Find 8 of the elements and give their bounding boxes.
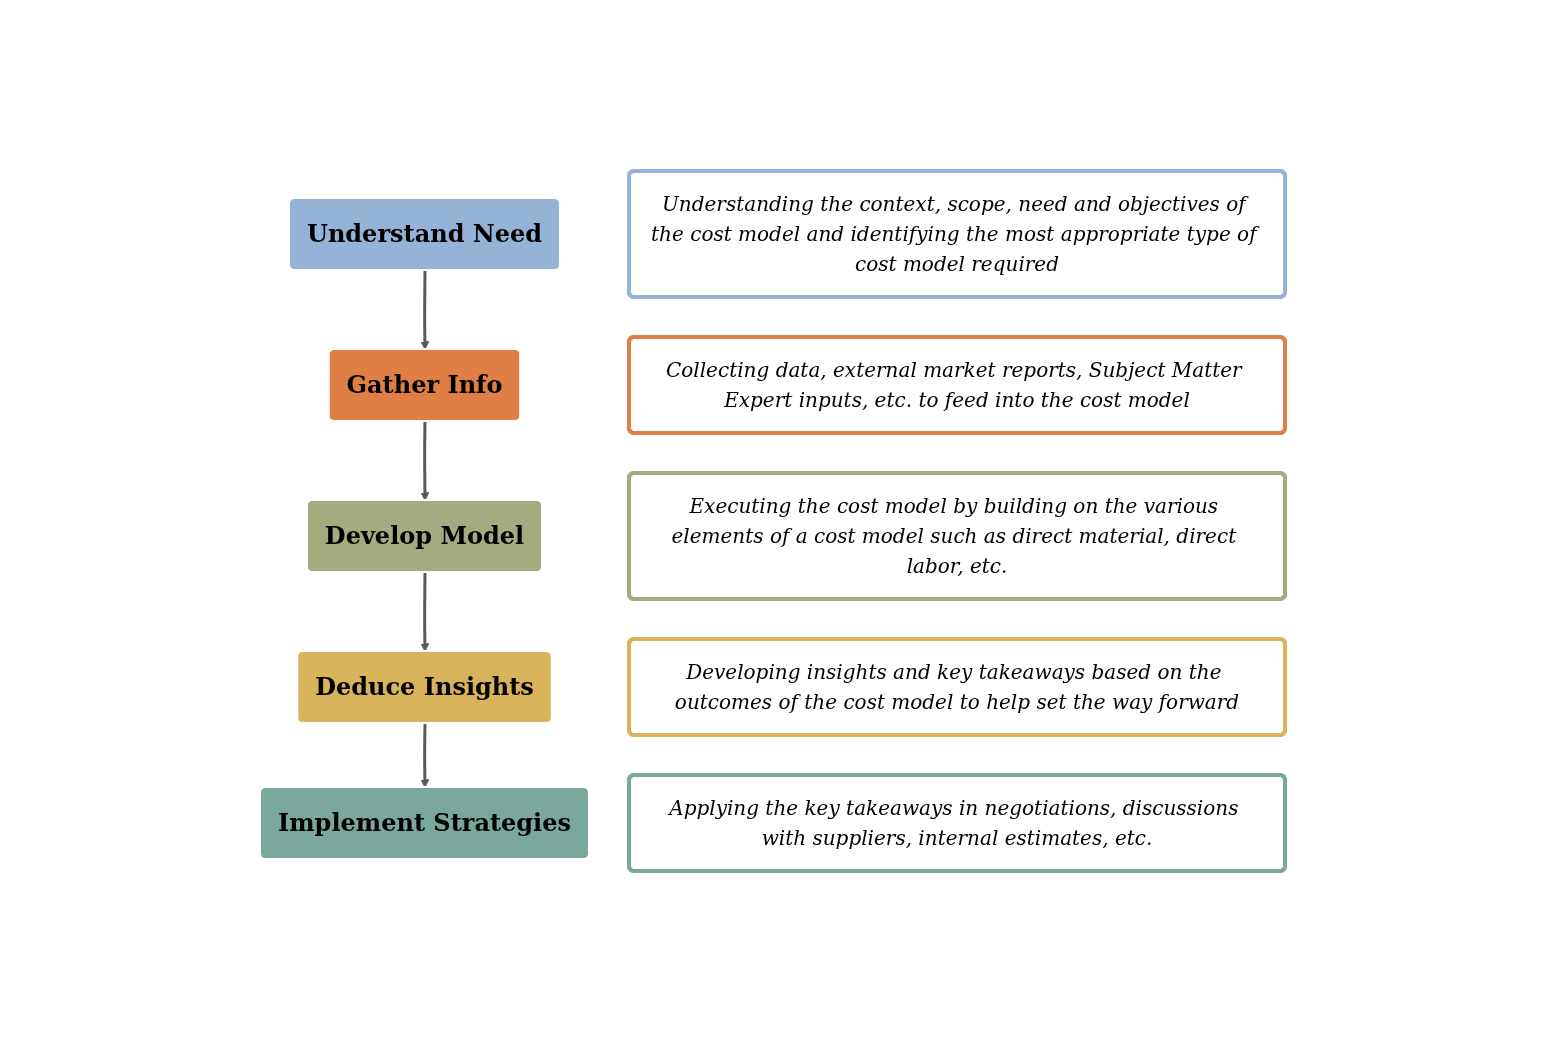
arrow	[420, 270, 430, 350]
node-text: Collecting data, external market reports, Subject Matter Expert inputs, etc. to feed into the cost model	[665, 357, 1242, 412]
node-text: Applying the key takeaways in negotiations, discussions with suppliers, internal estimates, etc.	[669, 795, 1239, 850]
node-text: Executing the cost model by building on the various elements of a cost model such as direct material, direct labor, etc.	[671, 493, 1237, 578]
arrow	[420, 722, 430, 788]
arrow	[420, 572, 430, 652]
arrow	[420, 420, 430, 501]
node-text: Developing insights and key takeaways based on the outcomes of the cost model to help set the way forward	[674, 659, 1240, 714]
